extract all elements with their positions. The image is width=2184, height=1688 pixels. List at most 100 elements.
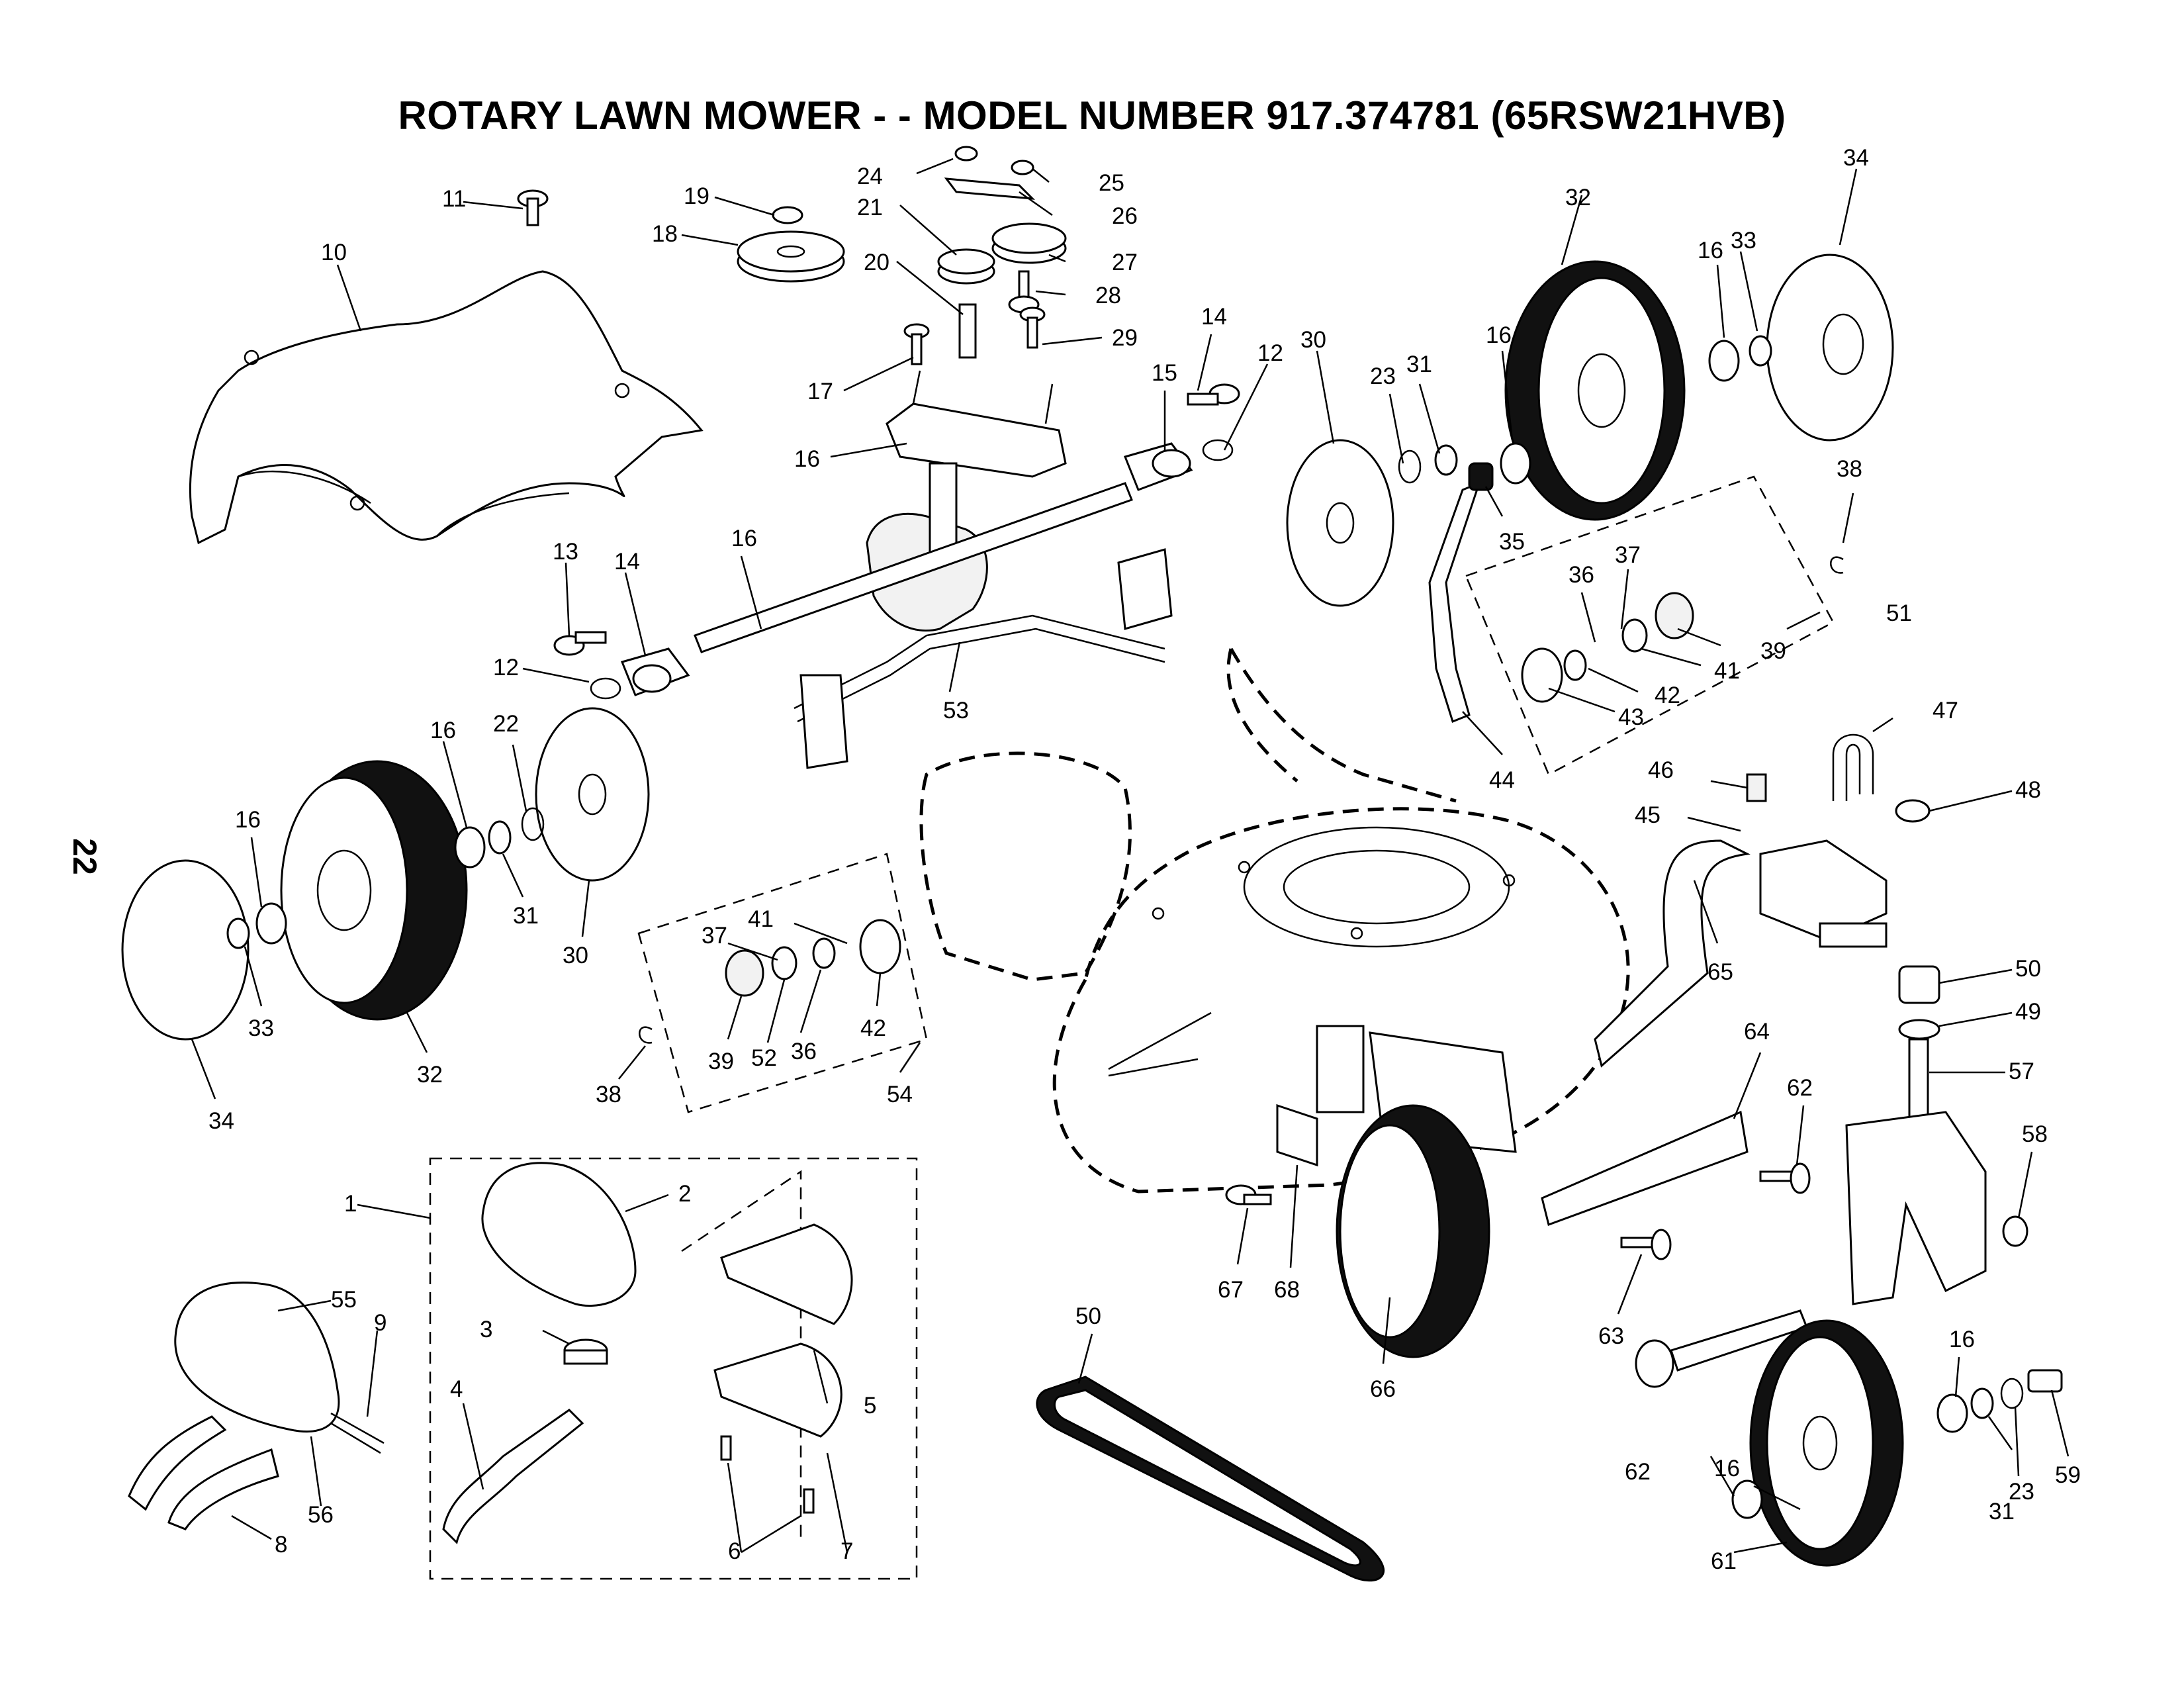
hub-cap-30-left <box>535 707 650 882</box>
callout-45: 46 <box>1648 757 1674 783</box>
callout-54: 54 <box>887 1082 913 1107</box>
lever-4 <box>442 1409 584 1544</box>
callout-60: 61 <box>1711 1548 1737 1574</box>
wheel-32-left <box>280 760 468 1021</box>
spring-45 <box>1746 773 1767 802</box>
callout-4: 4 <box>450 1376 463 1402</box>
bolt-18 <box>903 323 930 365</box>
washer-48 <box>1898 1019 1940 1040</box>
callout-40: 41 <box>1714 658 1740 684</box>
pivot-35 <box>1468 462 1494 491</box>
callout-13-left: 13 <box>553 539 578 565</box>
callout-23-front: 23 <box>2009 1479 2034 1505</box>
pulley-27 <box>991 222 1067 264</box>
callout-41-right: 42 <box>1655 682 1680 708</box>
washers-right <box>1398 335 1772 485</box>
callout-62-lower: 63 <box>1598 1323 1624 1349</box>
callout-31-left: 31 <box>513 903 539 929</box>
callout-3: 3 <box>480 1317 492 1342</box>
callout-14-right: 15 <box>1152 360 1177 386</box>
callout-23-right: 23 <box>1370 363 1396 389</box>
handle-56 <box>128 1415 227 1511</box>
callout-39-right: 39 <box>1760 638 1786 664</box>
bracket-57 <box>1845 1038 1987 1305</box>
callout-16-left-b: 16 <box>235 807 261 833</box>
callout-25: 25 <box>1099 170 1124 196</box>
rear-shield <box>189 270 704 545</box>
callout-16-left-a: 16 <box>430 718 456 743</box>
callout-52: 52 <box>751 1045 777 1071</box>
hub-cap-30-right <box>1286 439 1394 607</box>
callout-62-upper: 62 <box>1787 1075 1813 1101</box>
callout-59: 59 <box>2055 1462 2081 1488</box>
callout-46: 47 <box>1933 698 1958 724</box>
callout-16-front-b: 16 <box>1949 1327 1975 1352</box>
rod-53 <box>794 548 1173 769</box>
callout-37-left: 37 <box>702 923 727 949</box>
callout-8: 8 <box>275 1532 287 1558</box>
callout-35: 35 <box>1499 529 1525 555</box>
callout-31-right: 31 <box>1406 352 1432 377</box>
bolt-67 <box>1225 1184 1272 1205</box>
gear-assembly-51 <box>1465 475 1844 776</box>
callout-16-right-b: 16 <box>1698 238 1723 263</box>
callout-50: 50 <box>1075 1303 1101 1329</box>
bracket-26 <box>944 177 1035 200</box>
callout-32-right: 32 <box>1565 185 1591 211</box>
callout-57: 57 <box>2009 1058 2034 1084</box>
ring-12-right <box>1202 439 1234 461</box>
callout-21: 20 <box>864 250 889 275</box>
callout-16-right-a: 16 <box>1486 322 1512 348</box>
callout-38-left: 38 <box>596 1082 621 1107</box>
callout-labels: 11 10 19 18 24 25 26 21 27 20 28 29 17 1… <box>208 145 2081 1574</box>
callout-61: 62 <box>1625 1459 1651 1485</box>
wheel-cover-34-right <box>1766 254 1894 442</box>
callout-64: 65 <box>1707 959 1733 985</box>
wheel-32-right <box>1504 260 1686 521</box>
callout-23-left: 22 <box>493 711 519 737</box>
lever-43 <box>1428 481 1481 723</box>
callout-36-right: 36 <box>1569 562 1594 588</box>
door-5 <box>713 1223 853 1438</box>
callout-28: 28 <box>1095 283 1121 308</box>
nut-25 <box>1011 160 1034 175</box>
bar-63 <box>1541 1110 1749 1226</box>
callout-12-left: 12 <box>493 655 519 680</box>
screw-11 <box>517 189 549 226</box>
kit-box-1 <box>429 1157 918 1580</box>
wheel-cover-34-left <box>121 859 250 1041</box>
callout-47: 48 <box>2015 777 2041 803</box>
ring-12-left <box>590 677 621 700</box>
callout-12-right: 12 <box>1257 340 1283 366</box>
callout-51: 51 <box>1886 600 1912 626</box>
grip-8 <box>167 1448 279 1530</box>
leader-lines <box>191 158 2070 1554</box>
callout-49: 50 <box>2015 956 2041 982</box>
page-title: ROTARY LAWN MOWER - - MODEL NUMBER 917.3… <box>398 93 1786 138</box>
rod-9 <box>330 1412 385 1454</box>
callout-27: 27 <box>1112 250 1138 275</box>
bearing-14-right <box>1123 442 1193 491</box>
callout-10: 10 <box>321 240 347 265</box>
wing-nut-58 <box>2002 1215 2028 1247</box>
bolt-13-left <box>553 631 607 656</box>
bushing-49 <box>1898 965 1940 1004</box>
callout-37-right: 37 <box>1615 542 1641 568</box>
bolt-13-right <box>1187 383 1240 406</box>
bearing-14-left <box>620 647 690 696</box>
callout-22: 21 <box>857 195 883 220</box>
callout-30-left: 30 <box>563 943 588 968</box>
callout-17: 16 <box>794 446 820 472</box>
callout-41-left: 41 <box>748 906 774 932</box>
wheel-assembly-65 <box>1316 1025 1517 1358</box>
bolt-28 <box>1008 270 1040 314</box>
callout-63: 64 <box>1744 1019 1770 1045</box>
callout-58: 58 <box>2022 1121 2048 1147</box>
callout-43: 44 <box>1489 767 1515 793</box>
callout-18: 17 <box>807 379 833 404</box>
nut-20 <box>772 206 803 224</box>
callout-16-front-a: 16 <box>1714 1456 1740 1481</box>
callout-19: 18 <box>652 221 678 247</box>
callout-56: 56 <box>308 1502 334 1528</box>
